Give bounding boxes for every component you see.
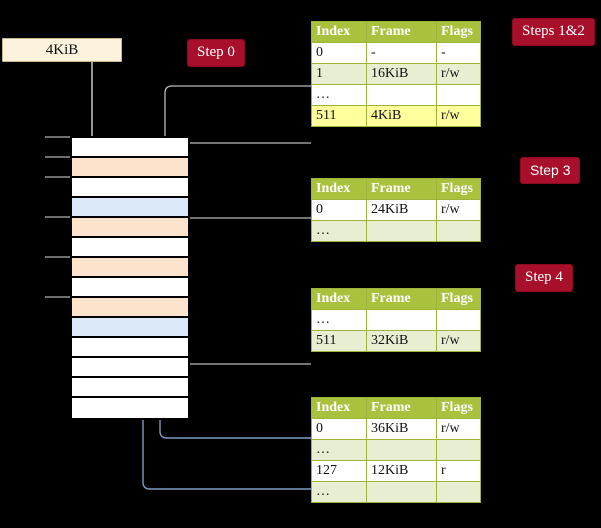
memory-frame-tick [45,216,70,218]
memory-frame-row [72,238,188,258]
table-cell-index: 511 [311,330,367,352]
table-cell-flags: - [436,42,481,64]
table-cell-flags: r/w [436,418,481,440]
table-cell-flags [436,309,481,331]
source-box-4kib: 4KiB [2,38,122,62]
column-header-frame: Frame [366,288,437,310]
table-cell-flags [436,439,481,461]
table-cell-frame: 36KiB [366,418,437,440]
memory-frame-row [72,318,188,338]
memory-frame-row [72,258,188,278]
table-cell-frame: - [366,42,437,64]
table-row: … [311,84,481,106]
memory-frame-tick [45,296,70,298]
table-cell-flags [436,481,481,503]
table-row: … [311,309,481,331]
memory-frame-row [72,398,188,418]
column-header-frame: Frame [366,397,437,419]
table-cell-flags: r/w [436,105,481,127]
table-cell-frame [366,220,437,242]
column-header-index: Index [311,288,367,310]
table-row: … [311,220,481,242]
table-cell-flags [436,84,481,106]
table-cell-frame [366,481,437,503]
table-cell-index: … [311,309,367,331]
table-cell-frame [366,309,437,331]
memory-frame-row [72,198,188,218]
physical-memory-column [70,136,190,420]
table-cell-flags: r/w [436,63,481,85]
table-cell-index: 1 [311,63,367,85]
table-row: 0-- [311,42,481,64]
column-header-flags: Flags [436,21,481,43]
badge-step-0: Step 0 [188,40,244,66]
memory-frame-row [72,298,188,318]
table-row: … [311,481,481,503]
table-cell-flags [436,220,481,242]
table-cell-frame: 16KiB [366,63,437,85]
memory-frame-row [72,358,188,378]
memory-frame-row [72,218,188,238]
memory-frame-tick [45,256,70,258]
memory-frame-row [72,378,188,398]
badge-steps-1-2: Steps 1&2 [513,19,594,45]
table-cell-frame [366,84,437,106]
memory-frame-row [72,178,188,198]
table-cell-frame: 32KiB [366,330,437,352]
table-cell-index: … [311,84,367,106]
badge-step-4: Step 4 [516,265,572,291]
table-cell-index: … [311,220,367,242]
column-header-index: Index [311,397,367,419]
column-header-flags: Flags [436,178,481,200]
table-cell-frame: 12KiB [366,460,437,482]
column-header-frame: Frame [366,178,437,200]
column-header-index: Index [311,178,367,200]
table-cell-index: 511 [311,105,367,127]
table-cell-frame [366,439,437,461]
table-cell-index: 0 [311,42,367,64]
table-cell-flags: r/w [436,330,481,352]
memory-frame-row [72,138,188,158]
table-cell-index: 0 [311,199,367,221]
badge-step-3: Step 3 [521,158,580,183]
memory-frame-tick [45,136,70,138]
table-cell-index: … [311,439,367,461]
source-box-label: 4KiB [45,41,79,58]
table-cell-index: 0 [311,418,367,440]
column-header-frame: Frame [366,21,437,43]
memory-frame-tick [45,156,70,158]
table-cell-index: 127 [311,460,367,482]
table-cell-frame: 4KiB [366,105,437,127]
table-cell-flags: r/w [436,199,481,221]
memory-frame-tick [45,176,70,178]
table-cell-index: … [311,481,367,503]
memory-frame-row [72,338,188,358]
memory-frame-row [72,278,188,298]
table-cell-flags: r [436,460,481,482]
column-header-flags: Flags [436,288,481,310]
column-header-flags: Flags [436,397,481,419]
memory-frame-row [72,158,188,178]
wire-step3 [170,217,311,256]
column-header-index: Index [311,21,367,43]
table-row: … [311,439,481,461]
table-cell-frame: 24KiB [366,199,437,221]
